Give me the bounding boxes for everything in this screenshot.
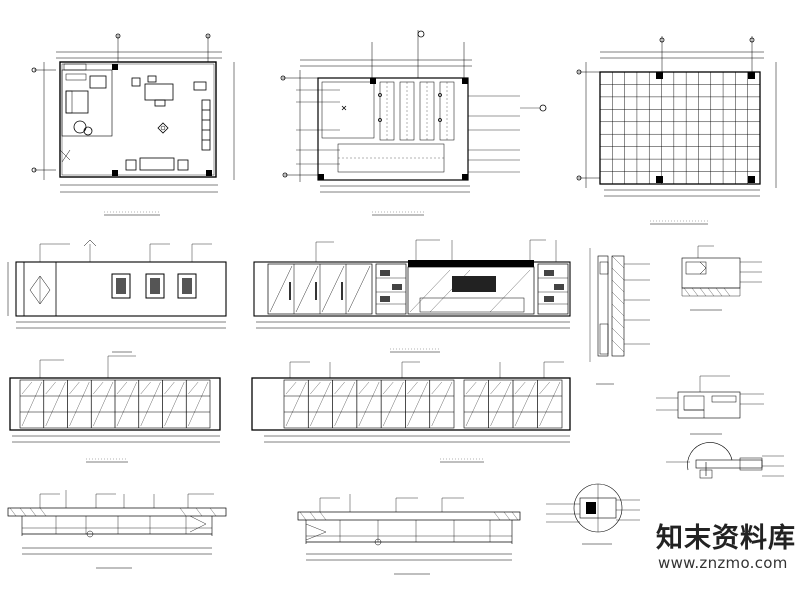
detail-round-joint [666, 442, 784, 479]
detail-trough [656, 375, 764, 435]
wall-section [589, 248, 650, 385]
furniture-floor-plan [31, 33, 235, 216]
watermark: 知末资料库 www.znzmo.com [648, 516, 796, 596]
elevation-glass-left [9, 351, 221, 463]
detail-ceiling-edge [681, 245, 762, 311]
elevation-cabinets [253, 239, 571, 353]
ceiling-section-middle [297, 494, 521, 575]
watermark-brand: 知末资料库 [656, 523, 796, 554]
elevation-frames [7, 239, 227, 329]
floor-tile-plan [576, 36, 777, 225]
elevation-glass-middle [251, 361, 571, 463]
detail-circle-section [546, 483, 640, 545]
ceiling-plan [280, 30, 547, 216]
ceiling-section-left [7, 490, 227, 569]
watermark-url: www.znzmo.com [658, 554, 788, 572]
